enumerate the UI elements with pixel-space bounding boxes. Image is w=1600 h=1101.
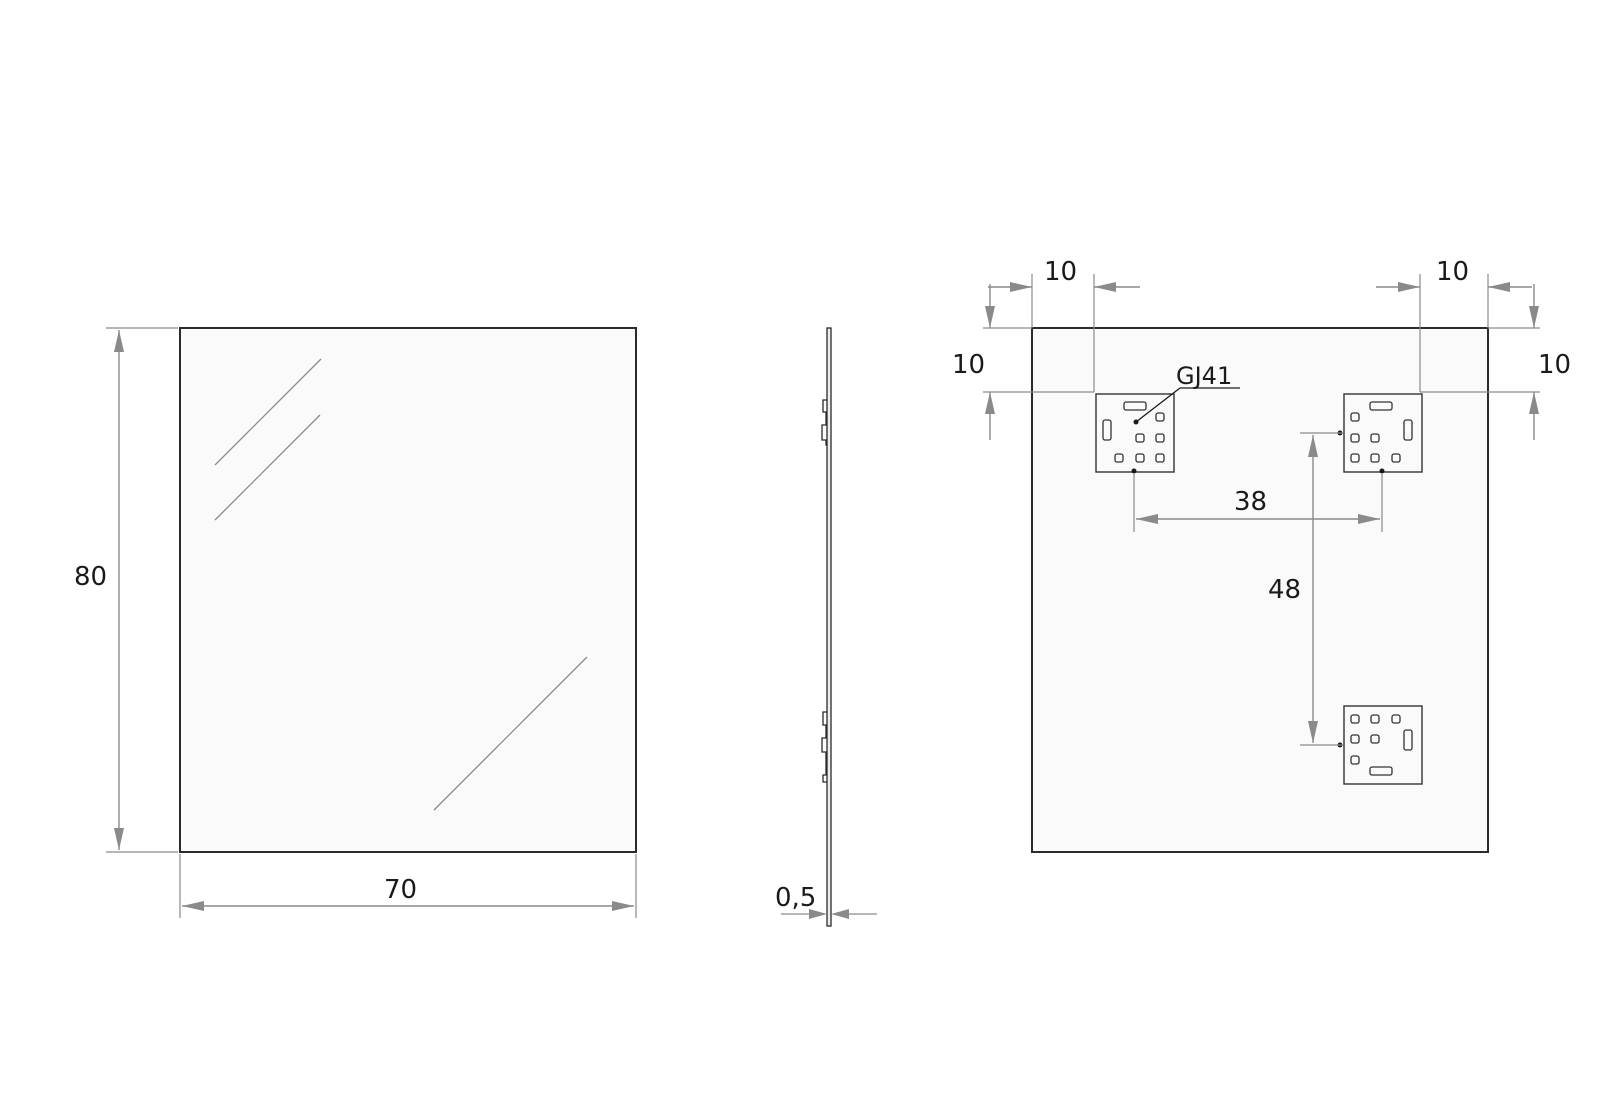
bracket-bottom	[1337, 705, 1423, 785]
width-dimension: 70	[179, 854, 637, 918]
side-bracket-top	[821, 399, 827, 446]
bracket-model-label: GJ41	[1176, 362, 1232, 390]
thickness-label: 0,5	[775, 883, 816, 913]
top-offset-left-label: 10	[952, 350, 985, 380]
reflection-line	[214, 358, 322, 466]
horizontal-spacing-dimension: 38	[1133, 473, 1383, 532]
height-label: 80	[74, 562, 107, 592]
bracket-top-right	[1337, 393, 1423, 474]
mirror-side-profile	[826, 327, 832, 927]
bracket-top-left	[1095, 393, 1175, 474]
horizontal-spacing-label: 38	[1234, 487, 1267, 517]
right-offset-dimension: 10	[1376, 257, 1532, 292]
right-offset-label: 10	[1436, 257, 1469, 287]
width-label: 70	[384, 875, 417, 905]
top-offset-right-dimension: 10	[1529, 284, 1571, 440]
top-offset-left-dimension: 10	[952, 284, 995, 440]
reflection-line	[433, 656, 588, 811]
height-dimension: 80	[74, 327, 178, 853]
reflection-line	[214, 414, 321, 521]
front-view: 80 70	[74, 327, 637, 918]
bracket-callout: GJ41	[1135, 362, 1240, 423]
vertical-spacing-label: 48	[1268, 575, 1301, 605]
vertical-spacing-dimension: 48	[1268, 432, 1342, 746]
top-offset-right-label: 10	[1538, 350, 1571, 380]
side-bracket-bottom	[821, 711, 827, 783]
thickness-dimension: 0,5	[775, 883, 877, 919]
mirror-front-outline	[179, 327, 637, 853]
left-offset-dimension: 10	[988, 257, 1140, 292]
side-view: 0,5	[775, 327, 877, 927]
left-offset-label: 10	[1044, 257, 1077, 287]
rear-view: 10 10 10 10	[952, 257, 1571, 853]
